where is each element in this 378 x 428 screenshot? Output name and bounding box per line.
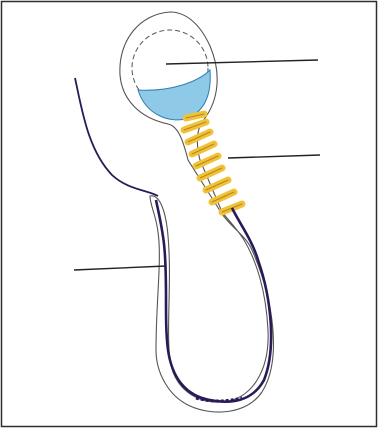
axoneme bbox=[156, 200, 271, 402]
midpiece-leader-line bbox=[228, 155, 320, 158]
tail-leader-line bbox=[74, 266, 166, 270]
cell-membrane-outline bbox=[120, 12, 274, 412]
